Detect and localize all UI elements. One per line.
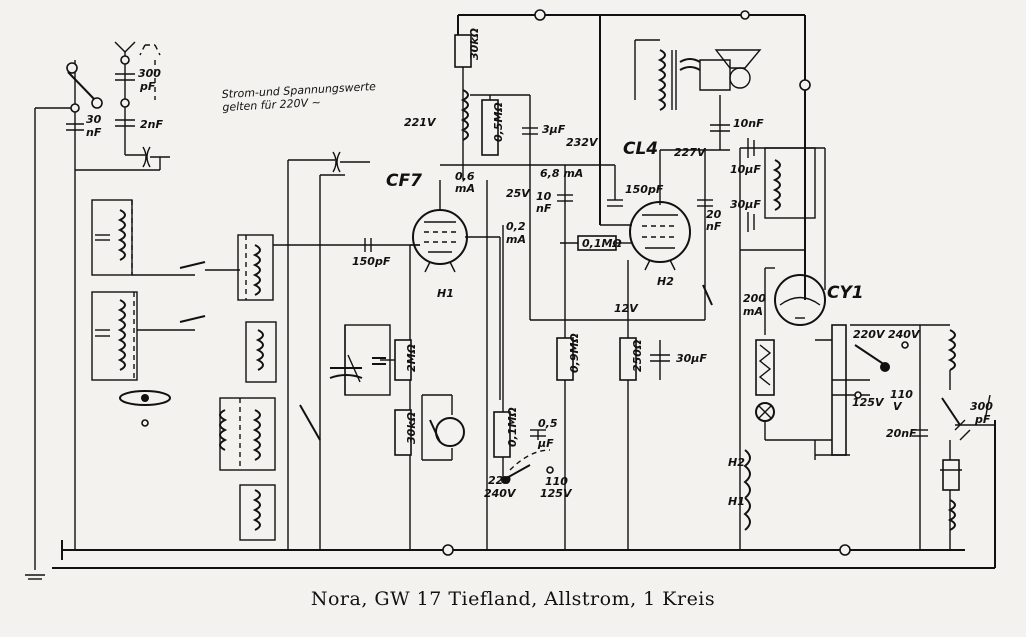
label-c05uf: 0,5 [538,417,558,430]
label-r01m-low: 0,1MΩ [506,407,519,447]
tube-label-cl4: CL4 [623,139,658,159]
cl4-switch [702,284,713,306]
label-c150pf-cl4: 150pF [625,183,664,196]
middle-components [493,165,705,550]
label-c10nf-mid-unit: nF [536,202,552,215]
antenna-section [25,41,170,580]
coil-feedback [460,89,469,141]
cf7-stage [380,34,615,550]
label-c30uf-low: 30µF [676,352,707,365]
terminal-top-right [740,10,750,20]
aux-switch [941,397,961,426]
label-v110-unit: V [893,400,903,413]
label-v240: 240V [888,328,921,341]
label-r30k-top: 30kΩ [468,28,481,60]
label-c20nf-right-unit: nF [706,220,722,233]
label-r250: 250Ω [631,340,644,372]
resistor-09m [556,337,574,381]
label-v25: 25V [506,187,531,200]
label-r30k-low: 30kΩ [405,412,418,444]
tuning-section [219,151,420,550]
label-c2nf: 2nF [140,118,163,131]
power-supply [739,138,950,550]
label-v220: 220V [853,328,886,341]
tube-cl4 [629,201,691,263]
terminal-ground-1 [442,544,454,556]
label-c300pf-right: 300 [970,400,993,413]
label-ma02: 0,2 [506,220,526,233]
speaker-cone [714,49,762,69]
component-labels: 300 pF 30 nF 2nF 221V 30kΩ 0,5MΩ 3µF 232… [86,28,993,508]
tube-cy1 [774,274,826,326]
lamp-switch [429,419,441,443]
label-c20nf-right: 20 [706,208,722,221]
aux-coil-section [940,329,995,550]
heater-h2 [743,449,751,499]
tube-cf7 [412,209,468,265]
label-c3uf: 3µF [542,123,566,136]
label-c10nf-top: 10nF [733,117,764,130]
plus-rail [442,9,851,556]
tube-label-h1-cf7: H1 [437,287,454,300]
antenna-switch-lever [67,71,96,101]
label-v110: 110 [890,388,913,401]
resistor-30k-top [454,34,472,68]
tube-label-cy1: CY1 [827,283,864,303]
terminal-right [799,79,811,91]
label-sel125: 125V [540,487,573,500]
label-c300pf-right-unit: pF [974,413,991,426]
input-coil-group [91,199,240,427]
heater-h1 [743,497,751,531]
output-transformer [634,39,762,150]
label-c300pf-top-unit: pF [139,80,156,93]
label-sel240: 240V [484,487,517,500]
label-ma02-unit: mA [506,233,526,246]
tube-label-cf7: CF7 [386,171,422,191]
wave-switch-1 [179,261,206,269]
label-c10uf: 10µF [730,163,761,176]
label-ma68: 6,8 mA [540,167,583,180]
label-c30uf-top: 30µF [730,198,761,211]
label-c300pf-top: 300 [138,67,161,80]
label-c150pf: 150pF [352,255,391,268]
label-r2m: 2MΩ [405,344,418,372]
label-c10nf-mid: 10 [536,190,552,203]
voltage-selector-bar [831,324,847,456]
label-v12: 12V [614,302,639,315]
heater-label-h2: H2 [728,456,745,469]
terminal-plus-top [534,9,546,21]
label-r05m: 0,5MΩ [492,102,505,142]
wave-switch-3 [299,404,321,441]
label-c30nf-unit: nF [86,126,102,139]
resistor-01m-low [493,411,511,458]
label-c30nf: 30 [86,113,102,126]
label-ma200: 200 [743,292,766,305]
label-ma06-unit: mA [455,182,475,195]
label-v232: 232V [566,136,599,149]
schematic-caption: Nora, GW 17 Tiefland, Allstrom, 1 Kreis [310,588,716,610]
heater-label-h1: H1 [728,495,745,508]
cl4-stage [560,149,730,550]
ground-rails [52,420,996,569]
label-ma200-unit: mA [743,305,763,318]
label-v125: 125V [852,396,885,409]
ferrite-rod [119,390,171,406]
terminal-ground-2 [839,544,851,556]
label-v221: 221V [404,116,437,129]
label-sel110: 110 [545,475,568,488]
resistor-250 [619,337,637,381]
label-sel220: 220 [488,474,511,487]
wave-switch-2 [179,315,206,323]
label-r01m-cl4: 0,1MΩ [582,237,622,250]
label-v227: 227V [674,146,707,159]
label-c05uf-unit: µF [537,437,554,450]
resistor-30k-low [394,409,412,456]
voltage-selector-handle [854,344,886,366]
label-c20nf-low: 20nF [886,427,917,440]
tube-label-h2-cl4: H2 [657,275,674,288]
label-r09m: 0,9MΩ [568,333,581,373]
label-ma06: 0,6 [455,170,475,183]
